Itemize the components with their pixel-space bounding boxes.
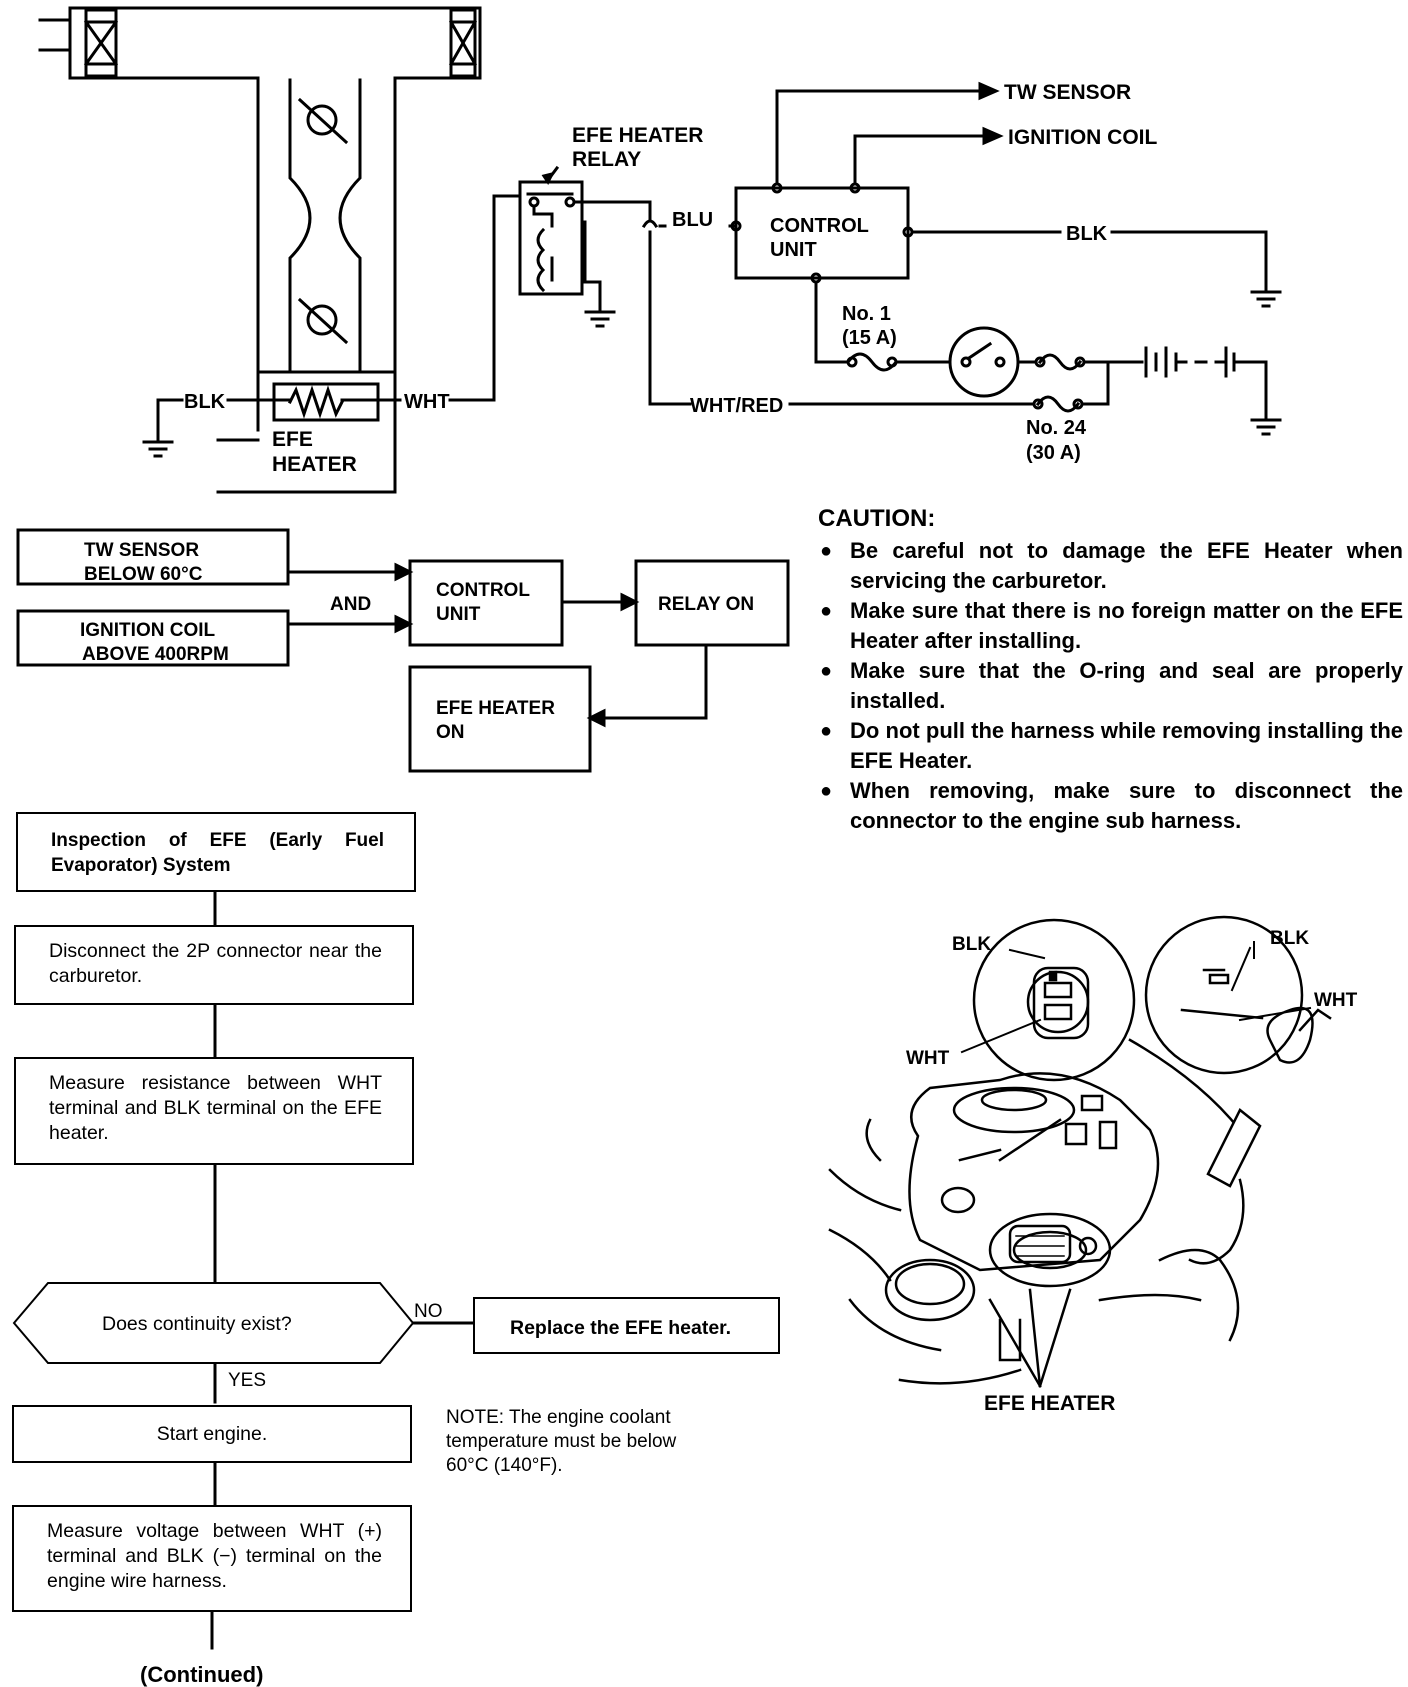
wht-red-wire-label: WHT/RED — [690, 395, 783, 417]
fuse24-rating: (30 A) — [1026, 442, 1081, 464]
wht-wire-label: WHT — [404, 391, 450, 413]
heater-label-2: HEATER — [272, 453, 357, 476]
flow-step-inspection: Inspection of EFE (Early Fuel Evaporator… — [16, 812, 416, 892]
blk-heater-label: BLK — [184, 391, 226, 413]
relay-label-2: RELAY — [572, 148, 641, 171]
no-label: NO — [414, 1301, 443, 1322]
illus-blk-right: BLK — [1270, 928, 1309, 949]
fuse1-rating: (15 A) — [842, 327, 897, 349]
control-unit-label: CONTROL — [770, 215, 869, 237]
blu-wire-label: BLU — [672, 209, 713, 231]
efe-heater-relay — [518, 165, 616, 328]
logic-cu-line2: UNIT — [436, 604, 481, 625]
yes-label: YES — [228, 1370, 266, 1391]
caution-item: When removing, make sure to disconnect t… — [818, 776, 1403, 836]
caution-list: Be careful not to damage the EFE Heater … — [818, 536, 1403, 836]
logic-and: AND — [330, 594, 371, 615]
ground-symbol — [142, 440, 174, 458]
illus-wht-left: WHT — [906, 1048, 950, 1069]
illus-wht-right: WHT — [1314, 990, 1358, 1011]
caution-item: Be careful not to damage the EFE Heater … — [818, 536, 1403, 596]
caution-title: CAUTION: — [818, 505, 936, 532]
logic-ig-line2: ABOVE 400RPM — [82, 644, 229, 665]
blk-wire-label: BLK — [1066, 223, 1108, 245]
flow-step-start-engine: Start engine. — [12, 1405, 412, 1463]
illus-blk-left: BLK — [952, 934, 991, 955]
relay-label: EFE HEATER — [572, 124, 703, 147]
carburetor-illustration — [828, 915, 1332, 1388]
tw-sensor-label: TW SENSOR — [1004, 81, 1131, 104]
caution-item: Make sure that there is no foreign matte… — [818, 596, 1403, 656]
continued-label: (Continued) — [140, 1662, 264, 1687]
logic-diagram — [16, 528, 790, 773]
logic-cu-line1: CONTROL — [436, 580, 530, 601]
ignition-switch — [948, 326, 1020, 398]
decision-text: Does continuity exist? — [102, 1313, 292, 1335]
caution-item: Make sure that the O-ring and seal are p… — [818, 656, 1403, 716]
logic-tw-line1: TW SENSOR — [84, 540, 199, 561]
control-unit-box — [734, 186, 910, 280]
flow-note: NOTE: The engine coolant temperature mus… — [446, 1407, 677, 1476]
battery — [1144, 346, 1282, 436]
flow-step-disconnect: Disconnect the 2P connector near the car… — [14, 925, 414, 1005]
heater-label: EFE — [272, 428, 313, 451]
illus-caption: EFE HEATER — [984, 1392, 1115, 1415]
flow-step-measure-voltage: Measure voltage between WHT (+) terminal… — [12, 1505, 412, 1612]
ignition-coil-label: IGNITION COIL — [1008, 126, 1158, 149]
flowchart-connectors — [12, 890, 780, 1650]
logic-heater-line1: EFE HEATER — [436, 698, 555, 719]
decision-diamond — [12, 1282, 415, 1364]
intake-manifold — [38, 6, 482, 494]
control-unit-label-2: UNIT — [770, 239, 817, 261]
logic-tw-line2: BELOW 60°C — [84, 564, 203, 585]
fuse1-label: No. 1 — [842, 303, 891, 325]
logic-relay-on: RELAY ON — [658, 594, 754, 615]
replace-text: Replace the EFE heater. — [510, 1317, 731, 1339]
replace-heater-box — [473, 1297, 780, 1354]
fuse24-label: No. 24 — [1026, 417, 1087, 439]
flow-step-measure-resistance: Measure resistance between WHT terminal … — [14, 1057, 414, 1165]
logic-ig-line1: IGNITION COIL — [80, 620, 216, 641]
caution-item: Do not pull the harness while removing i… — [818, 716, 1403, 776]
caution-block: CAUTION: Be careful not to damage the EF… — [818, 504, 1403, 836]
logic-heater-line2: ON — [436, 722, 465, 743]
